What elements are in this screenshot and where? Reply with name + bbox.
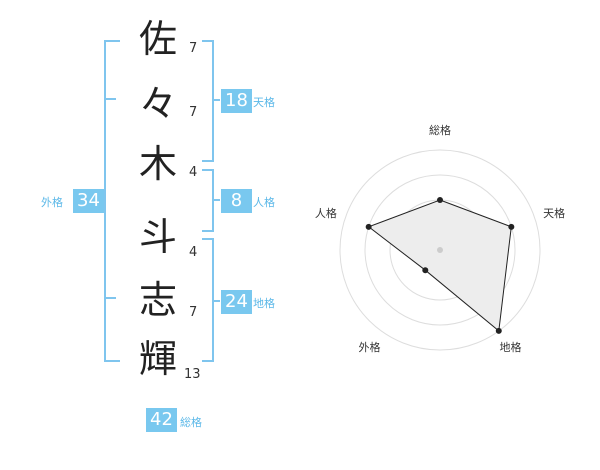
radar-point xyxy=(422,267,429,274)
jinkaku-value-badge: 8 xyxy=(221,189,252,213)
tenkaku-bracket xyxy=(202,40,214,162)
name-char-5: 志 xyxy=(138,278,177,322)
radar-center-dot xyxy=(437,247,443,253)
name-char-3: 木 xyxy=(138,142,177,186)
radar-point xyxy=(437,197,443,203)
radar-point xyxy=(495,327,502,334)
radar-ring xyxy=(364,174,516,326)
name-char-1: 佐 xyxy=(138,17,177,61)
radar-axis-label: 人格 xyxy=(315,206,337,220)
tenkaku-label: 天格 xyxy=(253,96,275,109)
gaikaku-bracket-tick xyxy=(104,98,116,100)
radar-axis-label: 外格 xyxy=(358,340,380,354)
stroke-count-3: 4 xyxy=(189,165,198,180)
chikaku-bracket-tick xyxy=(212,300,220,302)
stroke-count-6: 13 xyxy=(184,367,201,382)
gaikaku-value-badge: 34 xyxy=(73,189,104,213)
chikaku-label: 地格 xyxy=(253,297,275,310)
jinkaku-label: 人格 xyxy=(253,196,275,209)
radar-series-polygon xyxy=(367,199,512,332)
chikaku-value-badge: 24 xyxy=(221,290,252,314)
gaikaku-label: 外格 xyxy=(41,196,63,209)
tenkaku-bracket-tick xyxy=(212,99,220,101)
name-char-2: 々 xyxy=(138,82,177,126)
gaikaku-bracket-tick xyxy=(104,297,116,299)
stroke-count-2: 7 xyxy=(189,105,198,120)
radar-axis-label: 地格 xyxy=(500,340,522,354)
radar-ring xyxy=(339,149,541,351)
name-char-4: 斗 xyxy=(138,215,177,259)
radar-axis-label: 総格 xyxy=(429,123,451,137)
stroke-count-5: 7 xyxy=(189,305,198,320)
stroke-count-4: 4 xyxy=(189,245,198,260)
radar-point xyxy=(508,223,515,230)
radar-axis-label: 天格 xyxy=(543,206,565,220)
radar-point xyxy=(365,223,372,230)
soukaku-value-badge: 42 xyxy=(146,408,177,432)
jinkaku-bracket-tick xyxy=(212,199,220,201)
soukaku-label: 総格 xyxy=(180,416,202,429)
tenkaku-value-badge: 18 xyxy=(221,89,252,113)
stroke-count-1: 7 xyxy=(189,41,198,56)
name-char-6: 輝 xyxy=(138,337,177,381)
gaikaku-bracket xyxy=(104,40,120,362)
